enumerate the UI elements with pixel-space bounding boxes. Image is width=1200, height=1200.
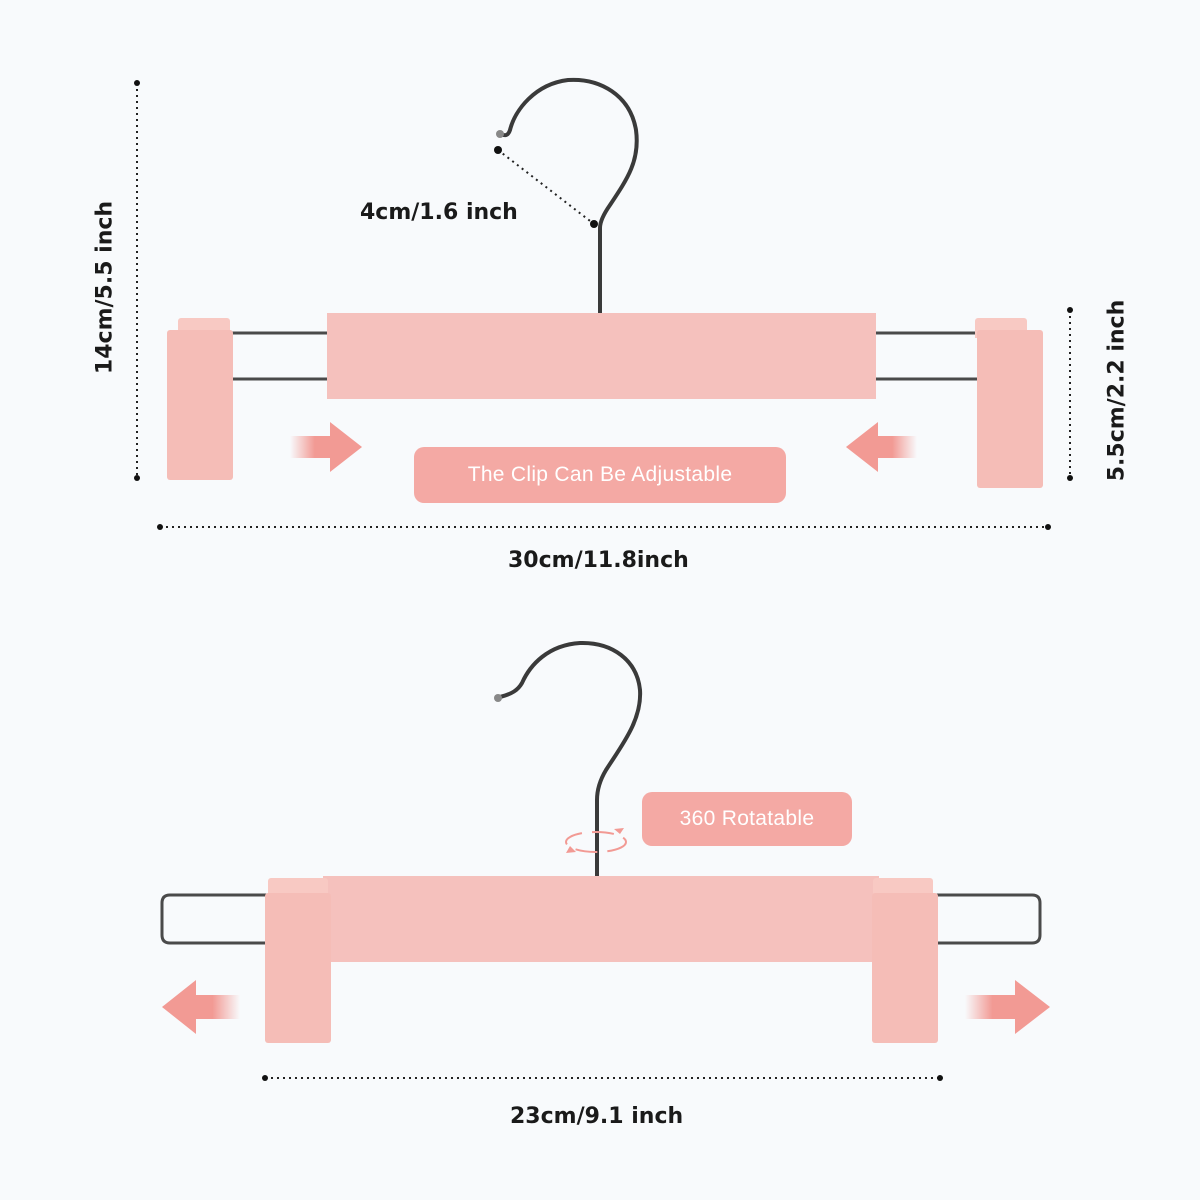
hook-icon-bottom — [494, 640, 643, 880]
rotate-icon — [565, 828, 627, 853]
bottom-width-measure-label: 23cm/9.1 inch — [510, 1104, 684, 1129]
bottom-right-clip — [872, 893, 938, 1043]
width-measure-label: 30cm/11.8inch — [508, 548, 689, 573]
bottom-wires — [160, 893, 1042, 945]
bottom-left-clip — [265, 893, 331, 1043]
arrow-right-outward-icon — [965, 980, 1050, 1034]
top-wires — [225, 331, 980, 381]
rotatable-callout: 360 Rotatable — [642, 792, 852, 846]
arrow-left-inward-icon — [846, 422, 917, 472]
hook-icon — [494, 77, 639, 317]
bottom-width-dimension-line — [262, 1075, 943, 1081]
arrow-left-outward-icon — [162, 980, 240, 1034]
width-dimension-line — [157, 524, 1051, 530]
adjustable-clip-callout: The Clip Can Be Adjustable — [414, 447, 786, 503]
height-dimension-line — [134, 80, 140, 481]
height-measure-label: 14cm/5.5 inch — [92, 200, 118, 375]
clip-height-dimension-line — [1067, 307, 1073, 481]
clip-height-measure-label: 5.5cm/2.2 inch — [1104, 299, 1130, 482]
top-left-clip — [167, 330, 233, 480]
hook-measure-label: 4cm/1.6 inch — [360, 200, 518, 225]
top-hanger-bar — [327, 313, 876, 399]
bottom-hanger-bar — [323, 876, 879, 962]
arrow-right-inward-icon — [290, 422, 362, 472]
top-right-clip — [977, 330, 1043, 488]
